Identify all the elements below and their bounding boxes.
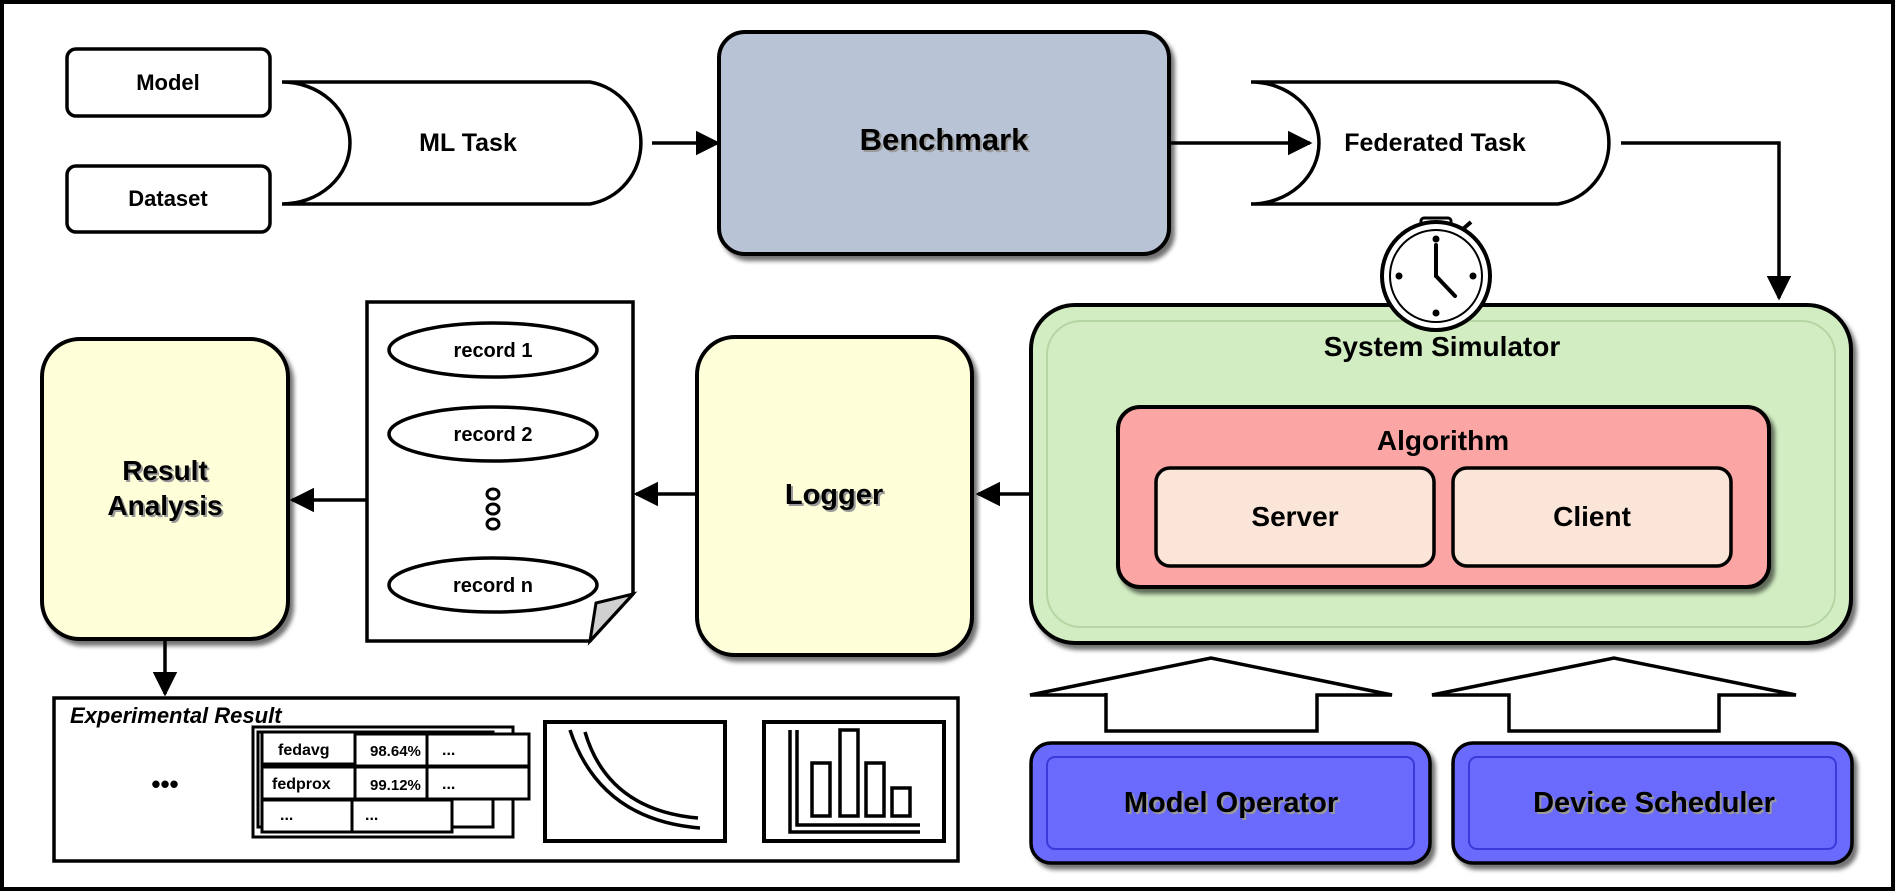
server-box: Server	[1154, 466, 1436, 568]
client-label: Client	[1553, 501, 1631, 532]
model-operator-label: Model Operator	[1124, 787, 1338, 819]
svg-text:Analysis: Analysis	[109, 492, 224, 523]
record-item-2: record 2	[387, 405, 599, 463]
record-label: record 2	[454, 424, 533, 446]
svg-text:Model Operator: Model Operator	[1126, 789, 1340, 821]
logger-box: Logger Logger	[695, 335, 974, 657]
table-cell: 99.12%	[370, 777, 421, 794]
system-simulator-title: System Simulator	[1324, 331, 1561, 362]
benchmark-label: Benchmark	[860, 122, 1030, 157]
result-analysis-box: Result Analysis Result Analysis	[40, 337, 290, 641]
line-chart-icon	[543, 720, 727, 843]
table-cell: ...	[442, 776, 455, 793]
table-cell: fedavg	[278, 742, 330, 759]
vertical-ellipsis-icon	[485, 487, 501, 531]
table-cell: ...	[280, 807, 293, 824]
federated-task-label: Federated Task	[1344, 129, 1526, 157]
benchmark-box: Benchmark Benchmark	[717, 30, 1171, 256]
ml-task-label: ML Task	[419, 129, 517, 157]
record-label: record 1	[454, 340, 533, 362]
record-label: record n	[453, 575, 533, 597]
device-scheduler-label: Device Scheduler	[1533, 787, 1775, 819]
result-table: fedavg 98.64% ... fedprox 99.12% ... ...…	[251, 725, 531, 839]
record-item-n: record n	[387, 556, 599, 614]
model-label: Model	[136, 70, 200, 95]
experimental-result-title: Experimental Result	[70, 703, 283, 728]
experimental-result-ellipsis: •••	[151, 769, 178, 799]
federated-task-shape: Federated Task	[1250, 80, 1611, 206]
table-cell: fedprox	[272, 776, 331, 793]
logger-label: Logger	[785, 479, 883, 511]
dataset-label: Dataset	[128, 186, 208, 211]
svg-text:Logger: Logger	[787, 481, 885, 513]
document-icon	[365, 300, 638, 646]
record-item-1: record 1	[387, 321, 599, 379]
table-cell: ...	[365, 807, 378, 824]
svg-text:Device Scheduler: Device Scheduler	[1535, 789, 1777, 821]
svg-text:Result: Result	[124, 457, 210, 488]
algorithm-title: Algorithm	[1377, 425, 1509, 456]
model-box: Model	[65, 47, 272, 118]
table-cell: ...	[442, 742, 455, 759]
up-arrow-device-scheduler	[1431, 656, 1797, 733]
bar-chart-icon	[762, 720, 946, 843]
result-analysis-line1: Result	[122, 455, 208, 486]
ml-task-shape: ML Task	[281, 80, 643, 206]
stopwatch-icon	[1380, 216, 1492, 332]
device-scheduler-box: Device Scheduler Device Scheduler	[1451, 741, 1854, 865]
result-analysis-line2: Analysis	[107, 490, 222, 521]
client-box: Client	[1451, 466, 1733, 568]
table-cell: 98.64%	[370, 743, 421, 760]
svg-text:Benchmark: Benchmark	[862, 124, 1032, 159]
up-arrow-model-operator	[1029, 656, 1393, 733]
dataset-box: Dataset	[65, 164, 272, 234]
model-operator-box: Model Operator Model Operator	[1029, 741, 1432, 865]
server-label: Server	[1251, 501, 1338, 532]
arrow-fedtask-simulator	[1621, 141, 1792, 301]
